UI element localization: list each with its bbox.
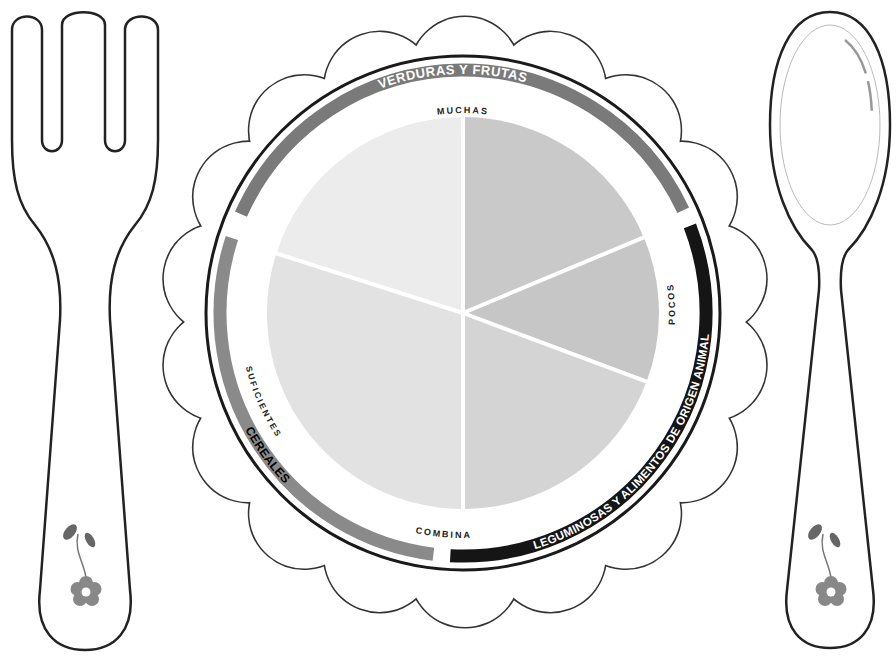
spoon-highlight [845,40,872,150]
text-path: VERDURAS Y FRUTAS [376,62,529,92]
text-path: COMBINA [415,525,472,540]
sector-dividers [276,117,646,509]
amount-label: POCOS [665,282,677,325]
text-path: MUCHAS [436,105,489,117]
text-path: POCOS [665,282,677,325]
sector-top-left [276,117,463,313]
text-path: SUFICIENTES [244,365,284,439]
sector-bottom-right [463,313,647,509]
spoon-bowl [780,25,880,225]
amount-label: SUFICIENTES [244,365,284,439]
band-title: LEGUMINOSAS Y ALIMENTOS DE ORIGEN ANIMAL [532,333,711,551]
text-path: LEGUMINOSAS Y ALIMENTOS DE ORIGEN ANIMAL [532,333,711,551]
amount-label: MUCHAS [436,105,489,117]
band-title: VERDURAS Y FRUTAS [376,62,529,92]
amount-label: COMBINA [415,525,472,540]
spoon-flower [805,522,846,606]
plate-scallops [155,17,775,628]
band-title: CEREALES [242,424,292,486]
spoon [770,12,890,648]
fork-flower [60,522,101,606]
fork [12,12,158,650]
text-path: CEREALES [242,424,292,486]
plate-rim [206,56,720,570]
